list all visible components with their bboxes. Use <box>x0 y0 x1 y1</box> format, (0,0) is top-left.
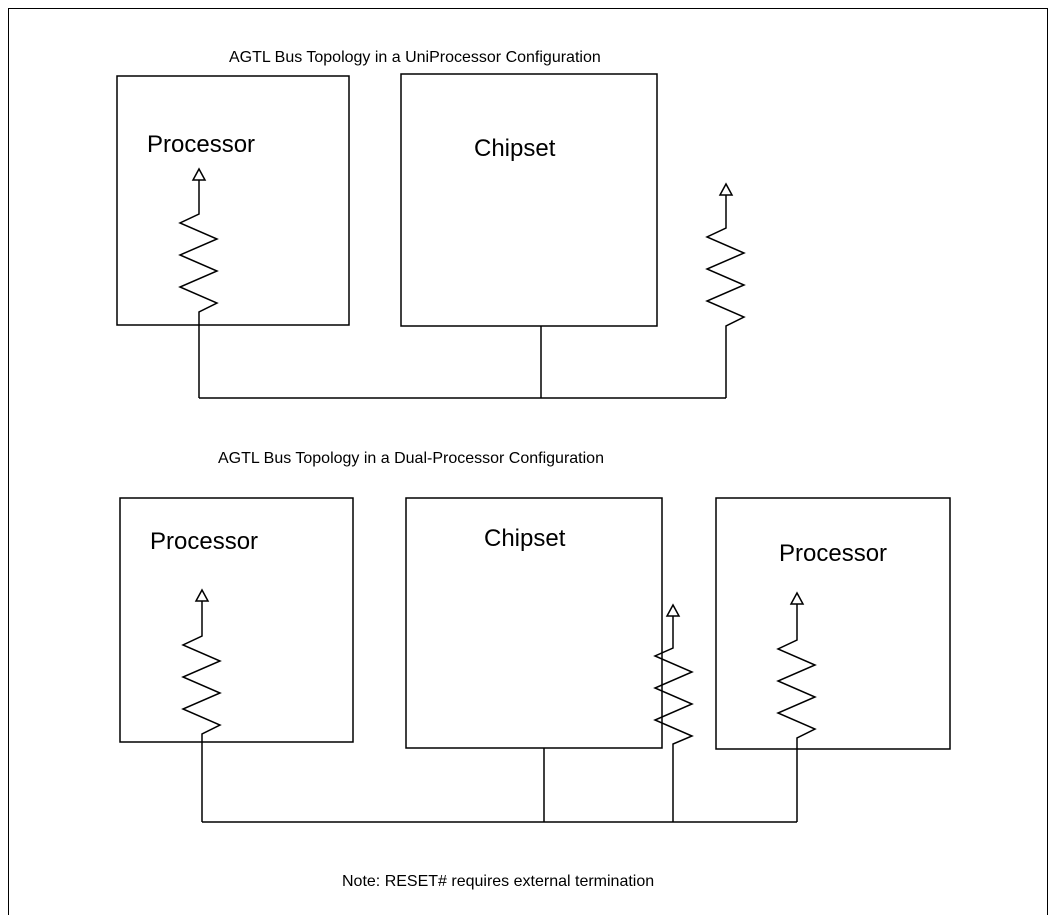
dual-chipset-label: Chipset <box>484 525 566 552</box>
dual-left-processor-resistor <box>181 588 222 822</box>
reset-note: Note: RESET# requires external terminati… <box>342 873 655 890</box>
dual-right-processor-resistor <box>776 591 817 822</box>
dual-bus-pullup-icon <box>665 603 681 617</box>
uni-processor-resistor <box>178 167 219 398</box>
dual-processor-left-box <box>119 497 354 743</box>
uni-processor-box <box>116 75 350 326</box>
uni-bus-end-pullup-icon <box>718 182 734 196</box>
uni-bus-end-resistor <box>705 182 746 398</box>
uni-chipset-box <box>400 73 658 327</box>
dual-chipset-box <box>405 497 663 749</box>
dual-processor-right-label: Processor <box>779 540 888 567</box>
dual-processor-right-box <box>715 497 951 750</box>
uni-title: AGTL Bus Topology in a UniProcessor Conf… <box>229 49 601 66</box>
dual-title: AGTL Bus Topology in a Dual-Processor Co… <box>218 450 604 467</box>
dual-processor-left-label: Processor <box>150 528 259 555</box>
uni-chipset-label: Chipset <box>474 135 556 162</box>
dual-bus-resistor <box>653 603 694 822</box>
uni-processor-label: Processor <box>147 131 256 158</box>
